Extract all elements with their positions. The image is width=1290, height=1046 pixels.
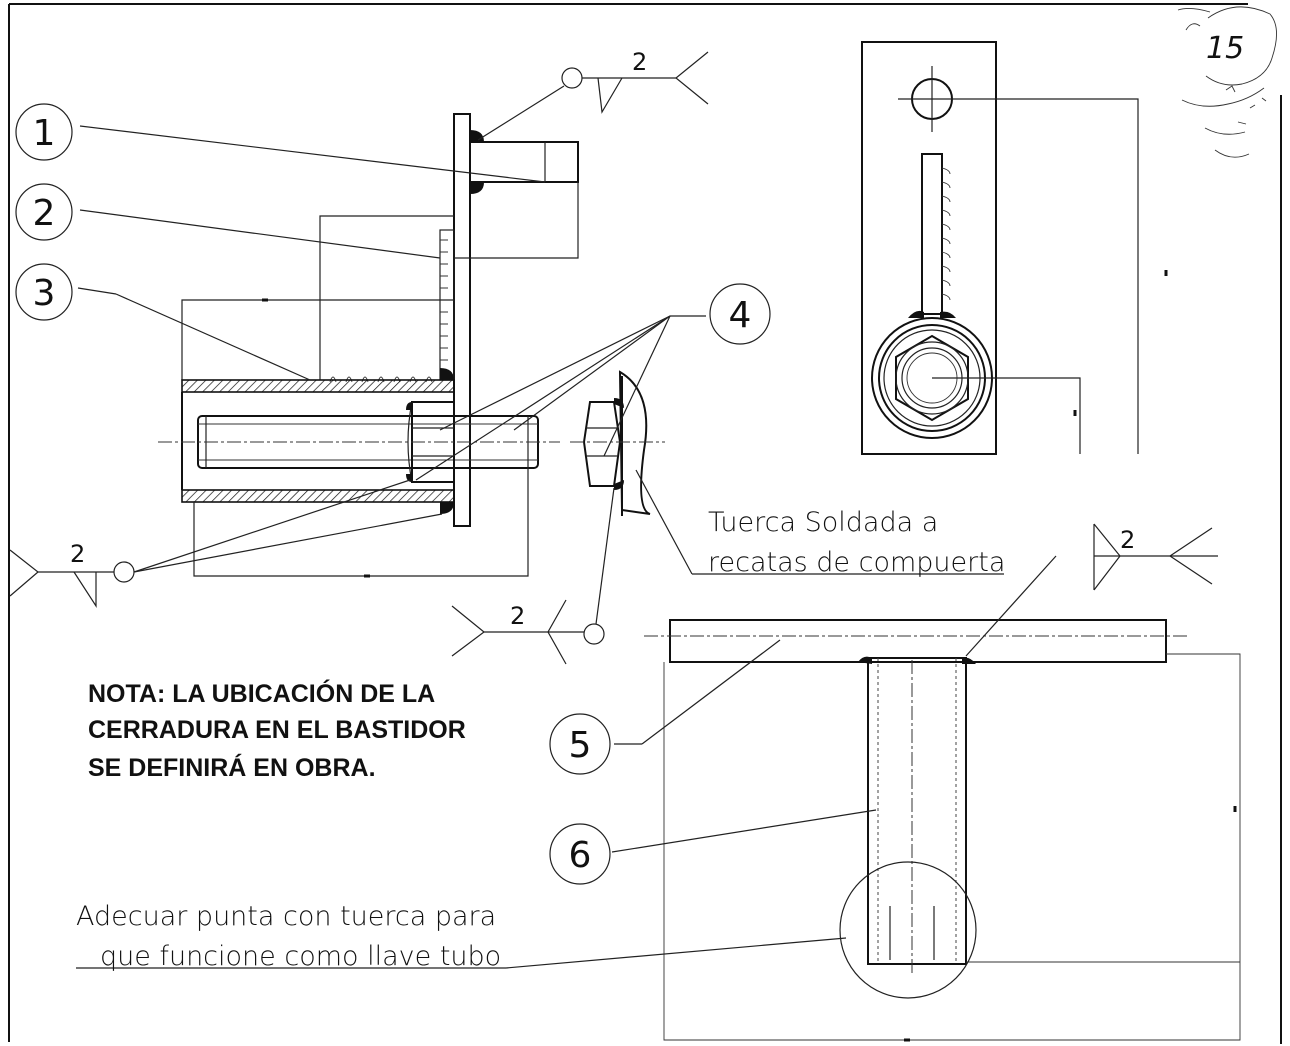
nota-line-1: NOTA: LA UBICACIÓN DE LA [88, 678, 435, 708]
side-view [158, 113, 579, 578]
balloon-6: 6 [549, 823, 611, 885]
top-view [644, 619, 1241, 1042]
weld-size-label: 2 [70, 540, 85, 568]
stamp-number: 15 [1206, 31, 1244, 66]
weld-symbol-right: 2 [965, 523, 1218, 657]
svg-text:6: 6 [569, 835, 592, 876]
tip-callout-line-1: Adecuar punta con tuerca para [76, 901, 496, 932]
svg-text:1: 1 [33, 113, 56, 154]
weld-size-label: 2 [510, 602, 525, 630]
nota-line-3: SE DEFINIRÁ EN OBRA. [88, 753, 376, 782]
weld-symbol-top: 2 [477, 48, 709, 141]
leader-lines [76, 125, 1004, 969]
weld-size-label: 2 [1120, 526, 1135, 554]
svg-text:4: 4 [729, 295, 752, 336]
nota-line-2: CERRADURA EN EL BASTIDOR [88, 716, 466, 744]
weld-size-label: 2 [632, 48, 647, 76]
balloon-1: 1 [15, 103, 73, 161]
nut-callout-line-2: recatas de compuerta [708, 547, 1005, 578]
balloon-2: 2 [15, 183, 73, 241]
nut-callout: Tuerca Soldada a recatas de compuerta [708, 507, 1005, 578]
tip-callout: Adecuar punta con tuerca para que funcio… [76, 901, 501, 972]
front-view [861, 41, 1168, 455]
svg-text:2: 2 [33, 193, 56, 234]
weld-symbol-left: 2 [9, 540, 135, 609]
sheet-border [8, 3, 1282, 1044]
balloon-5: 5 [549, 713, 611, 775]
page-stamp: 15 [1177, 6, 1277, 158]
weld-symbol-middle: 2 [451, 487, 615, 665]
welded-nut-view [570, 370, 665, 516]
svg-text:5: 5 [569, 725, 592, 766]
balloon-3: 3 [15, 263, 73, 321]
nota-block: NOTA: LA UBICACIÓN DE LA CERRADURA EN EL… [88, 678, 466, 782]
balloon-4: 4 [709, 283, 771, 345]
tip-callout-line-2: que funcione como llave tubo [100, 941, 501, 972]
svg-text:3: 3 [33, 273, 56, 314]
nut-callout-line-1: Tuerca Soldada a [708, 507, 938, 538]
